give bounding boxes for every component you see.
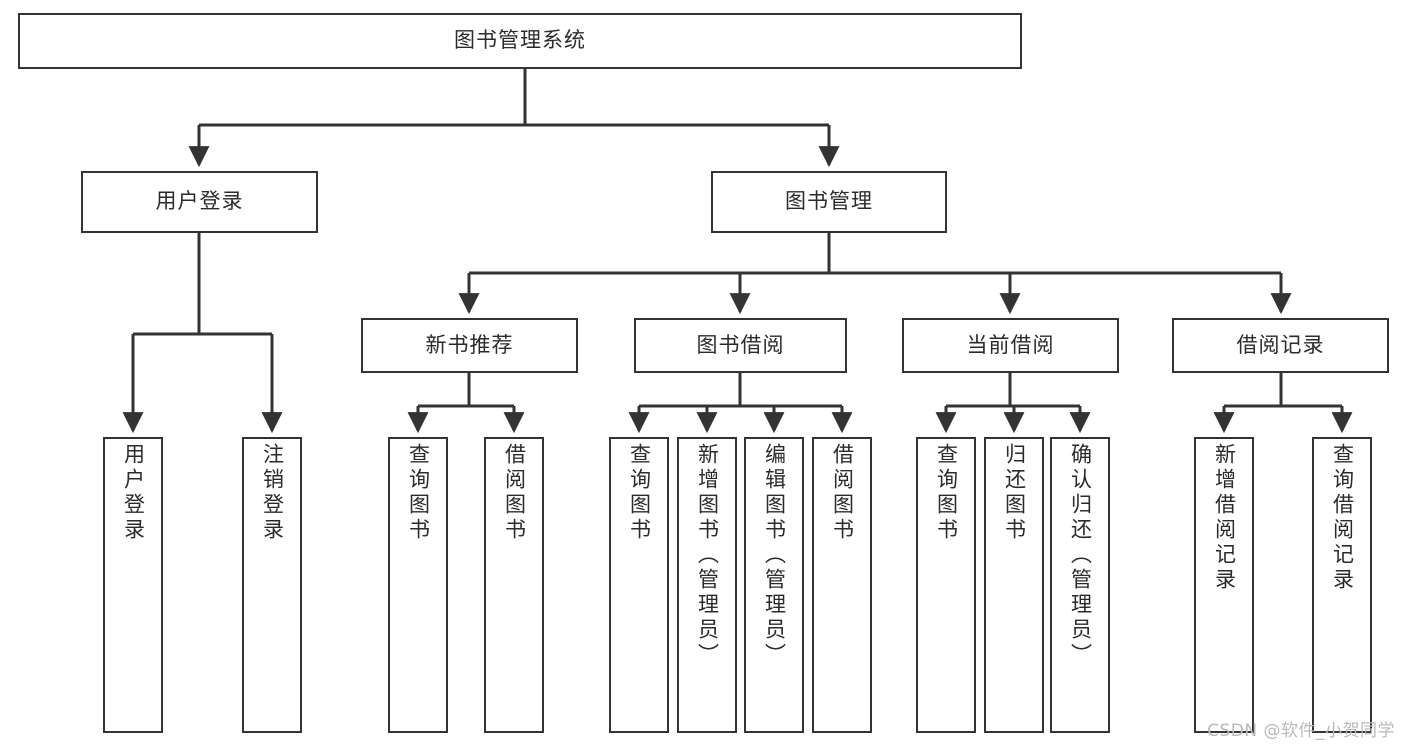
node-leaf-query-book-2[interactable]: 查询图书	[609, 437, 669, 733]
node-leaf-user-login[interactable]: 用户登录	[103, 437, 163, 733]
node-new-book-recommend[interactable]: 新书推荐	[361, 318, 578, 373]
node-leaf-confirm-return-label: 确认归还（管理员）	[1068, 443, 1093, 668]
node-book-management[interactable]: 图书管理	[711, 171, 947, 233]
node-book-management-label: 图书管理	[785, 189, 873, 214]
node-leaf-borrow-book-1[interactable]: 借阅图书	[484, 437, 544, 733]
node-leaf-query-book-1[interactable]: 查询图书	[388, 437, 448, 733]
node-leaf-query-record-label: 查询借阅记录	[1330, 443, 1355, 593]
node-leaf-borrow-book-2-label: 借阅图书	[830, 443, 855, 543]
node-borrow-record[interactable]: 借阅记录	[1172, 318, 1389, 373]
node-leaf-query-book-1-label: 查询图书	[406, 443, 431, 543]
node-root[interactable]: 图书管理系统	[18, 13, 1022, 69]
node-leaf-user-login-label: 用户登录	[121, 443, 146, 543]
node-current-borrow[interactable]: 当前借阅	[902, 318, 1119, 373]
node-leaf-return-book[interactable]: 归还图书	[984, 437, 1044, 733]
node-leaf-confirm-return[interactable]: 确认归还（管理员）	[1050, 437, 1110, 733]
node-book-borrow[interactable]: 图书借阅	[634, 318, 847, 373]
node-leaf-add-record-label: 新增借阅记录	[1212, 443, 1237, 593]
node-user-login-label: 用户登录	[155, 189, 244, 214]
csdn-watermark: CSDN @软件_小贺同学	[1207, 721, 1395, 741]
node-leaf-query-book-2-label: 查询图书	[627, 443, 652, 543]
node-new-book-recommend-label: 新书推荐	[425, 332, 514, 357]
node-leaf-query-record[interactable]: 查询借阅记录	[1312, 437, 1372, 733]
node-book-borrow-label: 图书借阅	[696, 332, 785, 357]
node-leaf-query-book-3-label: 查询图书	[934, 443, 959, 543]
node-leaf-borrow-book-1-label: 借阅图书	[502, 443, 527, 543]
node-leaf-add-book[interactable]: 新增图书（管理员）	[677, 437, 737, 733]
node-current-borrow-label: 当前借阅	[966, 332, 1055, 357]
node-leaf-borrow-book-2[interactable]: 借阅图书	[812, 437, 872, 733]
node-leaf-edit-book-label: 编辑图书（管理员）	[762, 443, 787, 668]
node-root-label: 图书管理系统	[454, 28, 586, 53]
node-borrow-record-label: 借阅记录	[1236, 332, 1325, 357]
node-leaf-add-record[interactable]: 新增借阅记录	[1194, 437, 1254, 733]
node-leaf-logout-label: 注销登录	[260, 443, 285, 543]
node-leaf-return-book-label: 归还图书	[1002, 443, 1027, 543]
node-leaf-query-book-3[interactable]: 查询图书	[916, 437, 976, 733]
node-leaf-logout[interactable]: 注销登录	[242, 437, 302, 733]
node-user-login[interactable]: 用户登录	[81, 171, 318, 233]
node-leaf-edit-book[interactable]: 编辑图书（管理员）	[744, 437, 804, 733]
node-leaf-add-book-label: 新增图书（管理员）	[695, 443, 720, 668]
